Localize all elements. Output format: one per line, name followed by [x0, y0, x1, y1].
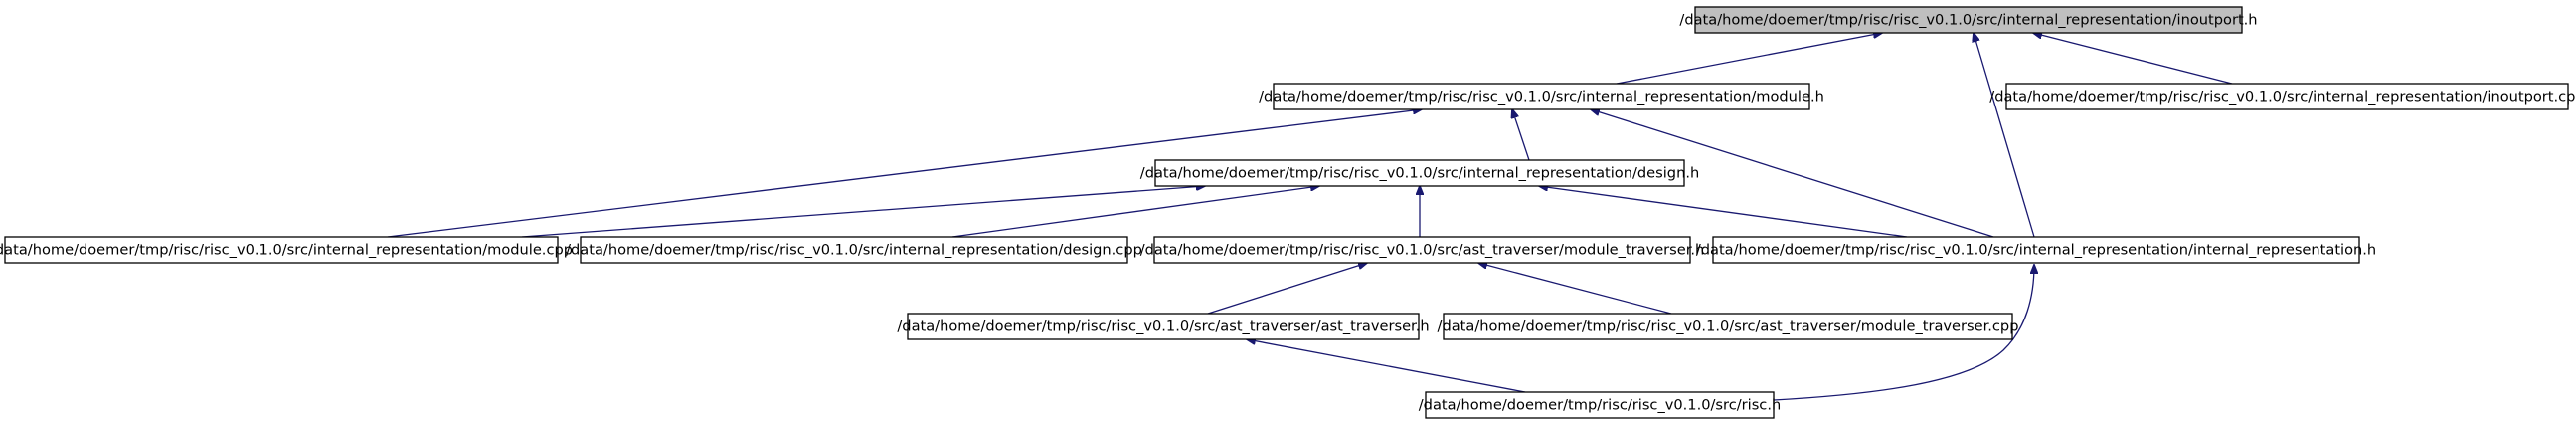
edge-risc-h-to-ast-traverser-h — [1247, 339, 1526, 393]
node-internal-representation-h[interactable]: /data/home/doemer/tmp/risc/risc_v0.1.0/s… — [1696, 236, 2376, 264]
node-box — [4, 236, 559, 264]
node-box — [1154, 159, 1685, 187]
edge-inoutport-cpp-to-inoutport-h — [2033, 33, 2233, 85]
node-label: /data/home/doemer/tmp/risc/risc_v0.1.0/s… — [1438, 319, 2019, 335]
node-box — [2005, 83, 2569, 110]
node-box — [1425, 391, 1775, 419]
edge-design-cpp-to-design-h — [951, 186, 1319, 238]
node-label: /data/home/doemer/tmp/risc/risc_v0.1.0/s… — [1679, 12, 2257, 29]
node-label: /data/home/doemer/tmp/risc/risc_v0.1.0/s… — [566, 242, 1142, 259]
node-module-h[interactable]: /data/home/doemer/tmp/risc/risc_v0.1.0/s… — [1259, 83, 1824, 110]
node-box — [907, 313, 1420, 340]
edge-module-cpp-to-design-h — [521, 186, 1205, 238]
node-label: /data/home/doemer/tmp/risc/risc_v0.1.0/s… — [1140, 242, 1705, 259]
edge-module-h-to-inoutport-h — [1616, 33, 1882, 85]
node-box — [1712, 236, 2360, 264]
edge-module-cpp-to-module-h — [387, 109, 1422, 238]
edge-risc-h-to-internal-representation-h — [1773, 265, 2034, 401]
node-box — [1273, 83, 1810, 110]
node-box — [1443, 313, 2013, 340]
node-label: /data/home/doemer/tmp/risc/risc_v0.1.0/s… — [1419, 397, 1781, 414]
node-design-cpp[interactable]: /data/home/doemer/tmp/risc/risc_v0.1.0/s… — [566, 236, 1142, 264]
node-label: /data/home/doemer/tmp/risc/risc_v0.1.0/s… — [1696, 242, 2376, 259]
edge-design-h-to-module-h — [1512, 109, 1530, 161]
node-box — [1694, 6, 2243, 34]
node-module-cpp[interactable]: /data/home/doemer/tmp/risc/risc_v0.1.0/s… — [0, 236, 573, 264]
node-label: /data/home/doemer/tmp/risc/risc_v0.1.0/s… — [1140, 165, 1699, 182]
node-inoutport-cpp[interactable]: /data/home/doemer/tmp/risc/risc_v0.1.0/s… — [1989, 83, 2576, 110]
node-ast-traverser-h[interactable]: /data/home/doemer/tmp/risc/risc_v0.1.0/s… — [897, 313, 1430, 340]
node-label: /data/home/doemer/tmp/risc/risc_v0.1.0/s… — [1989, 89, 2576, 106]
edge-ast-traverser-h-to-module-traverser-h — [1207, 263, 1367, 315]
node-risc-h[interactable]: /data/home/doemer/tmp/risc/risc_v0.1.0/s… — [1419, 391, 1781, 419]
node-box — [580, 236, 1128, 264]
node-label: /data/home/doemer/tmp/risc/risc_v0.1.0/s… — [0, 242, 573, 259]
node-label: /data/home/doemer/tmp/risc/risc_v0.1.0/s… — [897, 319, 1429, 335]
node-module-traverser-cpp[interactable]: /data/home/doemer/tmp/risc/risc_v0.1.0/s… — [1438, 313, 2019, 340]
node-module-traverser-h[interactable]: /data/home/doemer/tmp/risc/risc_v0.1.0/s… — [1140, 236, 1705, 264]
edge-module-traverser-cpp-to-module-traverser-h — [1478, 263, 1672, 315]
node-label: /data/home/doemer/tmp/risc/risc_v0.1.0/s… — [1259, 89, 1824, 106]
edge-internal-representation-h-to-inoutport-h — [1974, 33, 2035, 238]
node-box — [1153, 236, 1691, 264]
edge-internal-representation-h-to-module-h — [1591, 109, 1994, 238]
node-design-h[interactable]: /data/home/doemer/tmp/risc/risc_v0.1.0/s… — [1140, 159, 1699, 187]
node-inoutport-h[interactable]: /data/home/doemer/tmp/risc/risc_v0.1.0/s… — [1679, 6, 2258, 34]
edge-internal-representation-h-to-design-h — [1539, 186, 1908, 238]
